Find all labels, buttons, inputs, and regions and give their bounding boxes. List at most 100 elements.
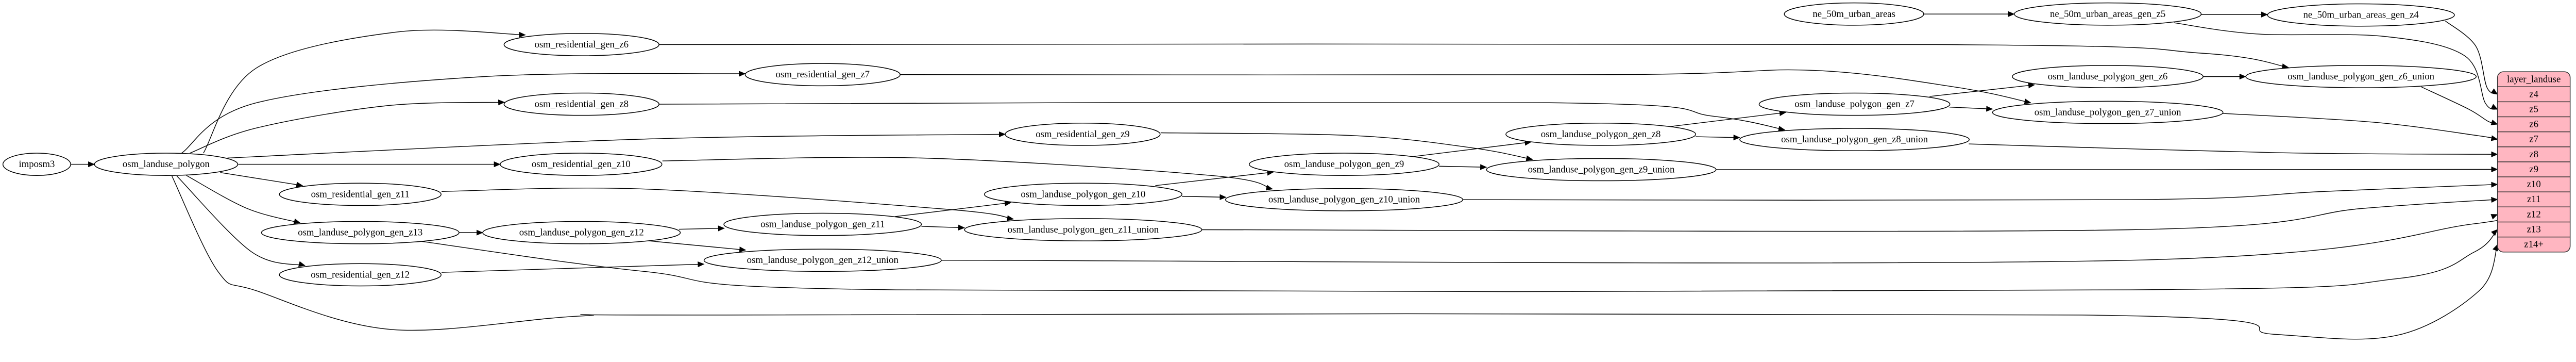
- layer-row-z11[interactable]: z11: [2527, 194, 2540, 205]
- edge-gen-z10-to-gen-z9: [1155, 170, 1274, 186]
- node-ellipse: [94, 153, 239, 176]
- node-label: osm_landuse_polygon_gen_z10_union: [1268, 194, 1420, 205]
- node-ne-z5[interactable]: ne_50m_urban_areas_gen_z5: [2013, 2, 2202, 26]
- node-olp[interactable]: osm_landuse_polygon: [94, 153, 239, 176]
- layer-row-z5[interactable]: z5: [2529, 104, 2538, 114]
- node-gen-z11[interactable]: osm_landuse_polygon_gen_z11: [723, 212, 922, 236]
- node-ne-urban[interactable]: ne_50m_urban_areas: [1784, 2, 1924, 26]
- node-ellipse: [279, 263, 442, 287]
- node-gen-z7[interactable]: osm_landuse_polygon_gen_z7: [1758, 92, 1951, 116]
- node-z10-union[interactable]: osm_landuse_polygon_gen_z10_union: [1225, 188, 1463, 211]
- edge-z10-union-to-layer-z10: [1462, 182, 2498, 201]
- layer-row-z9[interactable]: z9: [2529, 164, 2538, 175]
- node-label: osm_landuse_polygon_gen_z13: [298, 227, 422, 238]
- edge-gen-z12-to-z12-union: [649, 240, 747, 253]
- node-ellipse: [1486, 158, 1717, 182]
- edge-res-z9-to-z9-union: [1160, 132, 1533, 161]
- node-ellipse: [1784, 2, 1924, 26]
- layer-row-z4[interactable]: z4: [2529, 89, 2538, 100]
- node-ellipse: [2245, 65, 2477, 88]
- node-label: ne_50m_urban_areas: [1812, 9, 1895, 20]
- edge-z9-union-to-layer-z9: [1716, 166, 2498, 173]
- edge-olp-to-layer-z14-plus: [172, 175, 2498, 340]
- node-res-z7[interactable]: osm_residential_gen_z7: [744, 63, 901, 87]
- node-z9-union[interactable]: osm_landuse_polygon_gen_z9_union: [1486, 158, 1717, 182]
- node-res-z11[interactable]: osm_residential_gen_z11: [279, 183, 442, 206]
- edge-olp-to-res-z8: [190, 100, 505, 154]
- node-label: osm_residential_gen_z11: [311, 189, 410, 200]
- edge-gen-z8-to-z8-union: [1696, 135, 1740, 141]
- pipeline-graph: imposm3 osm_landuse_polygon osm_residentia…: [2, 2, 2571, 340]
- layer-row-z10[interactable]: z10: [2527, 179, 2541, 190]
- node-label: osm_landuse_polygon_gen_z6_union: [2287, 71, 2434, 82]
- node-label: osm_landuse_polygon_gen_z11_union: [1008, 224, 1159, 235]
- node-label: osm_landuse_polygon_gen_z8: [1541, 129, 1661, 140]
- layer-row-z14-plus[interactable]: z14+: [2524, 239, 2544, 250]
- node-label: osm_landuse_polygon_gen_z9: [1284, 159, 1404, 170]
- node-gen-z8[interactable]: osm_landuse_polygon_gen_z8: [1505, 122, 1697, 146]
- node-ellipse: [503, 33, 659, 56]
- layer-row-z12[interactable]: z12: [2527, 209, 2541, 220]
- edge-z8-union-to-layer-z8: [1969, 143, 2498, 157]
- edges: [71, 11, 2508, 340]
- node-res-z8[interactable]: osm_residential_gen_z8: [503, 92, 659, 116]
- node-z11-union[interactable]: osm_landuse_polygon_gen_z11_union: [964, 218, 1202, 241]
- edge-gen-z11-to-gen-z10: [894, 200, 1012, 217]
- node-label: osm_landuse_polygon_gen_z12_union: [747, 255, 899, 266]
- node-gen-z9[interactable]: osm_landuse_polygon_gen_z9: [1249, 153, 1439, 176]
- layer-landuse-table[interactable]: layer_landuse z4z5z6z7z8z9z10z11z12z13z1…: [2497, 71, 2571, 253]
- edge-res-z11-to-z11-union: [442, 188, 1014, 221]
- node-label: osm_landuse_polygon_gen_z11: [760, 219, 885, 230]
- node-label: osm_landuse_polygon_gen_z9_union: [1528, 164, 1675, 175]
- node-gen-z6[interactable]: osm_landuse_polygon_gen_z6: [2012, 65, 2204, 88]
- node-label: osm_landuse_polygon_gen_z6: [2048, 71, 2168, 82]
- node-ellipse: [1992, 101, 2224, 124]
- node-label: osm_landuse_polygon_gen_z7: [1794, 99, 1914, 110]
- node-res-z12[interactable]: osm_residential_gen_z12: [279, 263, 442, 287]
- node-label: osm_landuse_polygon: [123, 159, 210, 170]
- layer-row-z7[interactable]: z7: [2529, 134, 2538, 145]
- edge-gen-z9-to-gen-z8: [1413, 140, 1532, 157]
- node-label: imposm3: [19, 159, 55, 170]
- node-ellipse: [500, 153, 663, 176]
- node-z6-union[interactable]: osm_landuse_polygon_gen_z6_union: [2245, 65, 2477, 88]
- layer-row-z13[interactable]: z13: [2527, 224, 2541, 235]
- node-ellipse: [261, 221, 460, 244]
- node-label: osm_residential_gen_z9: [1036, 129, 1130, 140]
- node-ellipse: [2, 153, 71, 176]
- node-label: osm_residential_gen_z10: [532, 159, 631, 170]
- edge-res-z6-to-z6-union: [659, 43, 2289, 70]
- edge-res-z8-to-z8-union: [659, 102, 1786, 132]
- edge-ne-z4-to-layer-z4: [2445, 20, 2498, 95]
- edge-gen-z13-to-layer-z13: [421, 229, 2498, 292]
- layer-row-z6[interactable]: z6: [2529, 119, 2538, 130]
- node-label: osm_residential_gen_z6: [534, 39, 629, 50]
- node-z12-union[interactable]: osm_landuse_polygon_gen_z12_union: [703, 249, 942, 272]
- edge-gen-z12-to-gen-z11: [679, 225, 725, 232]
- node-z7-union[interactable]: osm_landuse_polygon_gen_z7_union: [1992, 101, 2224, 124]
- edge-res-z10-to-z10-union: [662, 157, 1273, 191]
- layer-row-z8[interactable]: z8: [2529, 149, 2538, 160]
- node-ellipse: [1225, 188, 1463, 211]
- node-ellipse: [723, 212, 922, 236]
- edge-res-z7-to-z7-union: [900, 69, 2031, 105]
- node-gen-z12[interactable]: osm_landuse_polygon_gen_z12: [482, 221, 681, 244]
- node-res-z10[interactable]: osm_residential_gen_z10: [500, 153, 663, 176]
- node-res-z9[interactable]: osm_residential_gen_z9: [1005, 122, 1161, 146]
- node-res-z6[interactable]: osm_residential_gen_z6: [503, 33, 659, 56]
- node-ellipse: [503, 92, 659, 116]
- node-ne-z4[interactable]: ne_50m_urban_areas_gen_z4: [2267, 3, 2455, 27]
- node-z8-union[interactable]: osm_landuse_polygon_gen_z8_union: [1739, 128, 1970, 152]
- node-gen-z10[interactable]: osm_landuse_polygon_gen_z10: [984, 183, 1182, 206]
- node-imposm3[interactable]: imposm3: [2, 153, 71, 176]
- node-ellipse: [2267, 3, 2455, 27]
- node-label: ne_50m_urban_areas_gen_z4: [2303, 10, 2419, 21]
- edge-olp-to-gen-z13: [186, 175, 301, 224]
- node-ellipse: [482, 221, 681, 244]
- node-ellipse: [2013, 2, 2202, 26]
- edge-gen-z10-to-z10-union: [1182, 194, 1227, 200]
- edge-gen-z9-to-z9-union: [1439, 164, 1487, 170]
- node-gen-z13[interactable]: osm_landuse_polygon_gen_z13: [261, 221, 460, 244]
- edge-z12-union-to-layer-z12: [941, 214, 2508, 264]
- node-label: osm_residential_gen_z8: [534, 99, 629, 110]
